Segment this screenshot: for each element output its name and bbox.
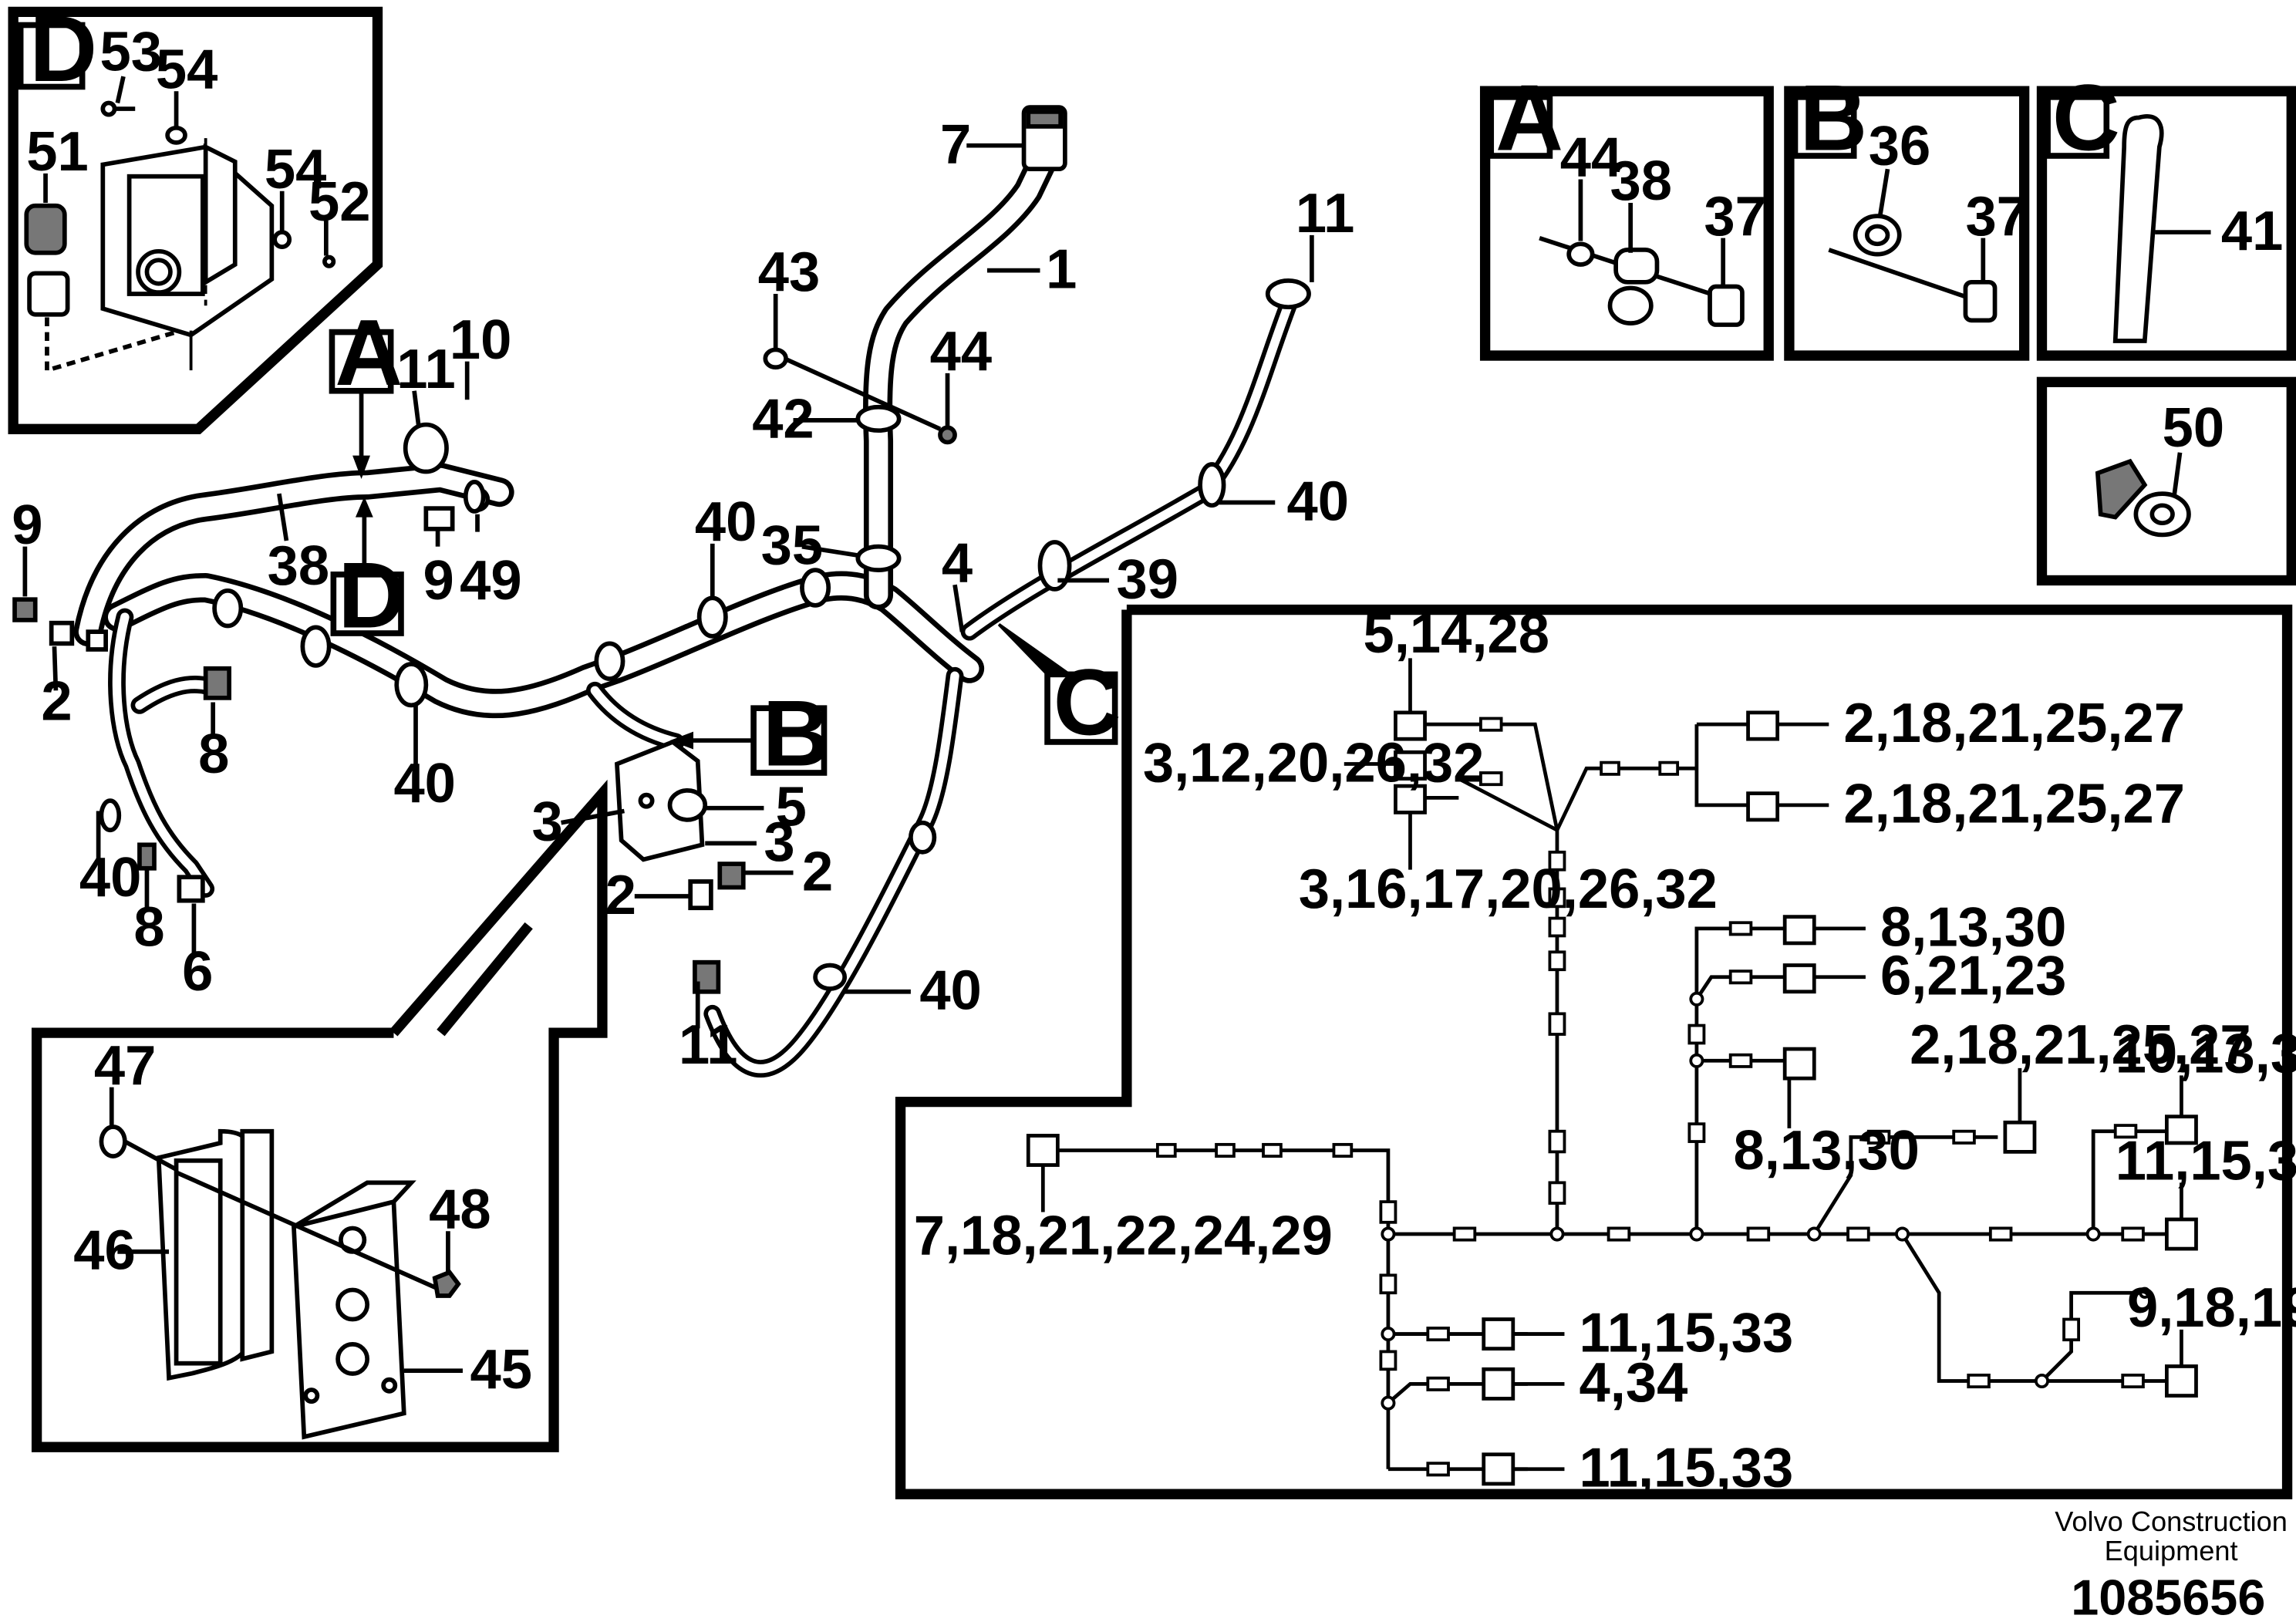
callout-m11a: 11: [396, 338, 456, 400]
footer-company-line1: Volvo Construction: [2055, 1506, 2288, 1537]
schematic-label-1: 5,14,28: [1364, 602, 1549, 665]
callout-m9a: 9: [12, 494, 42, 556]
callout-a38: 38: [1610, 150, 1673, 212]
marker-letter-b: B: [763, 680, 831, 785]
schematic-label-4: 2,18,21,25,27: [1843, 692, 2185, 754]
callout-m40b: 40: [393, 752, 456, 814]
callout-m11r: 11: [1296, 182, 1355, 244]
callout-d52: 52: [308, 170, 371, 233]
schematic-label-8: 2,18,21,25,27: [1910, 1013, 2251, 1076]
schematic-label-11: 11,15,33: [2116, 1130, 2296, 1192]
callout-m9b: 9: [423, 549, 454, 612]
callout-m10: 10: [450, 309, 512, 371]
callout-m39: 39: [1117, 548, 1179, 610]
detail-b-panel: B 36 37: [1784, 65, 2030, 361]
callout-m5: 5: [776, 776, 807, 838]
callout-m40r: 40: [695, 491, 757, 553]
detail-letter-a: A: [1495, 65, 1563, 170]
callout-m40d: 40: [919, 959, 982, 1022]
schematic-label-10: 10,13,33: [2116, 1023, 2296, 1085]
detail-c-panel: C 41: [2036, 65, 2296, 361]
callout-p50: 50: [2163, 396, 2225, 459]
callout-m43: 43: [758, 241, 820, 303]
schematic-label-15: 11,15,33: [1580, 1437, 1794, 1499]
callout-d51: 51: [26, 120, 89, 183]
callout-m4: 4: [942, 531, 973, 594]
schematic-label-3: 3,16,17,20,26,32: [1299, 858, 1718, 920]
callout-m8b: 8: [133, 896, 164, 959]
callout-p47: 47: [94, 1034, 157, 1097]
schematic-label-2: 3,12,20,26,32: [1143, 731, 1485, 794]
callout-m40c: 40: [1286, 470, 1349, 532]
marker-letter-c: C: [1054, 649, 1121, 754]
part-50-panel: 50: [2036, 376, 2296, 586]
callout-m11b: 11: [679, 1013, 738, 1076]
main-detail-markers: A D B C: [329, 300, 1121, 785]
callout-b37: 37: [1965, 185, 2028, 248]
schematic-label-16: 9,18,19,31: [2127, 1276, 2296, 1339]
callout-m8a: 8: [198, 723, 229, 785]
drawing-number: 1085656: [2071, 1569, 2265, 1622]
marker-letter-d: D: [338, 542, 406, 647]
detail-d-panel: D 53 54 54 52 51: [8, 0, 383, 434]
callout-m2b: 2: [802, 840, 833, 902]
main-callouts: 7 1 11 43 44 42 40 35 4 39 40 11 10 9 38…: [12, 113, 1354, 1077]
callout-d54a: 54: [156, 38, 218, 100]
callout-m40l: 40: [79, 846, 142, 909]
callout-m44: 44: [930, 320, 992, 383]
main-harness: [12, 105, 1311, 1078]
callout-p48: 48: [429, 1178, 491, 1240]
callout-a44: 44: [1560, 126, 1622, 189]
plate-detail-panel: 47 48 46 45: [31, 779, 608, 1452]
callout-d53: 53: [100, 21, 163, 83]
callout-c41: 41: [2221, 200, 2284, 262]
callout-p45: 45: [470, 1338, 532, 1401]
callout-m3b: 3: [764, 811, 794, 873]
callout-b36: 36: [1869, 114, 1931, 177]
callout-m38: 38: [268, 534, 330, 597]
schematic-label-13: 11,15,33: [1580, 1301, 1794, 1364]
callout-m35: 35: [761, 514, 824, 577]
callout-m49: 49: [460, 549, 522, 612]
schematic-label-9: 8,13,30: [1734, 1119, 1920, 1182]
callout-m7: 7: [940, 113, 971, 176]
footer: Volvo Construction Equipment 1085656: [2055, 1506, 2288, 1622]
detail-letter-b: B: [1799, 65, 1867, 170]
callout-p46: 46: [73, 1219, 136, 1282]
schematic-label-14: 4,34: [1580, 1351, 1688, 1414]
callout-a37: 37: [1704, 185, 1766, 248]
schematic-label-5: 2,18,21,25,27: [1843, 773, 2185, 835]
callout-m1: 1: [1046, 238, 1077, 300]
footer-company-line2: Equipment: [2105, 1535, 2238, 1566]
detail-a-panel: A 44 38 37: [1479, 65, 1774, 361]
schematic-label-6: 8,13,30: [1880, 896, 2066, 959]
schematic-label-12: 7,18,21,22,24,29: [914, 1205, 1333, 1267]
detail-letter-d: D: [29, 0, 97, 101]
callout-m42: 42: [752, 388, 814, 450]
callout-m2c: 2: [605, 864, 636, 926]
callout-m6: 6: [182, 940, 213, 1003]
marker-letter-a: A: [335, 300, 403, 405]
callout-m2a: 2: [41, 669, 72, 732]
schematic-label-7: 6,21,23: [1880, 945, 2066, 1007]
detail-letter-c: C: [2052, 65, 2120, 170]
callout-d54b: 54: [265, 138, 327, 201]
schematic-panel: 5,14,28 3,12,20,26,32 3,16,17,20,26,32 2…: [895, 602, 2296, 1499]
